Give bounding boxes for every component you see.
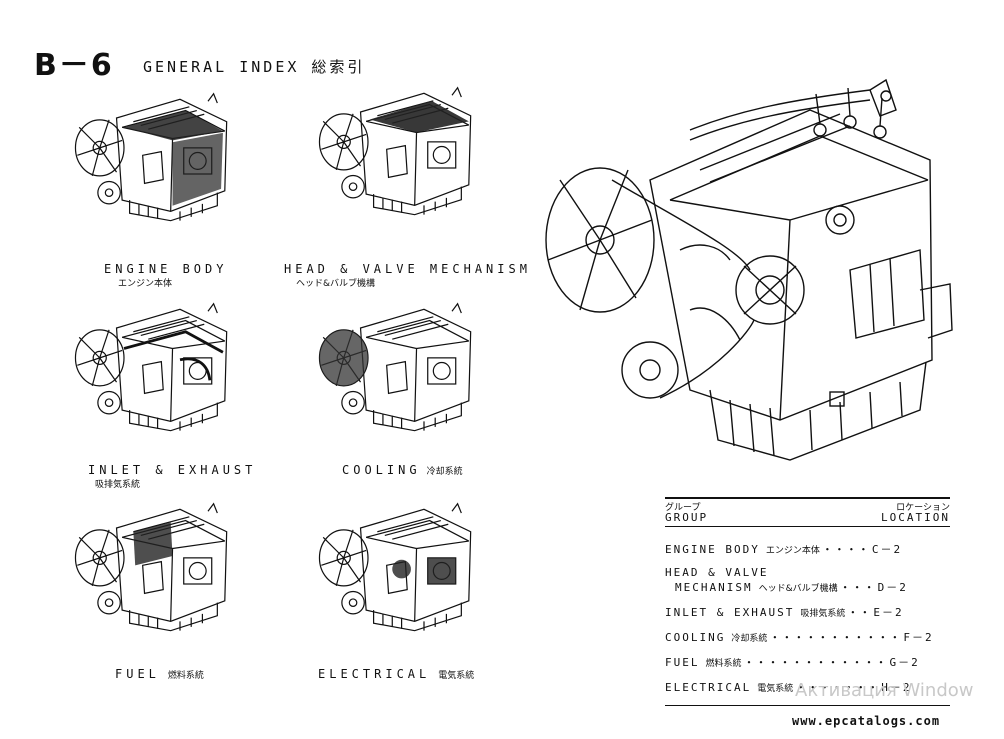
fuel-caption-group: FUEL 燃料系統 [115,667,204,681]
table-header-rule [665,526,950,527]
electrical-caption-jp: 電気系統 [438,671,475,681]
row-group-jp: ヘッド&バルブ機構 [758,584,838,594]
row-group-jp: 電気系統 [757,684,794,694]
table-row[interactable]: HEAD & VALVE MECHANISM ヘッド&バルブ機構 ・・・ D－2 [665,566,950,595]
page-code: B－6 [34,48,114,83]
row-group-en-line1: HEAD & VALVE [665,566,769,579]
row-group-en: FUEL [665,656,700,669]
row-location[interactable]: E－2 [873,606,904,619]
table-header: グループ GROUP ロケーション LOCATION [665,503,950,523]
electrical-illustration[interactable] [306,500,486,640]
table-row[interactable]: FUEL 燃料系統 ・・・・・・・・・・・・ G－2 [665,654,950,670]
table-bottom-rule [665,705,950,706]
inlet-exhaust-caption: INLET & EXHAUST [88,463,257,477]
electrical-caption-group: ELECTRICAL 電気系統 [318,667,474,681]
index-table: グループ GROUP ロケーション LOCATION ENGINE BODY エ… [665,497,950,706]
row-location[interactable]: F－2 [903,631,934,644]
row-group-en: ENGINE BODY [665,543,760,556]
row-location[interactable]: H－2 [881,681,912,694]
location-column-header: ロケーション LOCATION [881,503,950,523]
head-valve-illustration[interactable] [306,84,486,224]
engine-body-caption-jp: エンジン本体 [118,279,173,289]
table-row[interactable]: INLET & EXHAUST 吸排気系統 ・・ E－2 [665,604,950,620]
cooling-caption-jp: 冷却系統 [426,467,463,477]
group-header-en: GROUP [665,511,709,524]
row-group-jp: 冷却系統 [731,634,768,644]
row-leader-dots: ・・ [847,606,872,619]
row-leader-dots: ・・・・ [821,543,870,556]
cooling-caption: COOLING [342,463,421,477]
engine-body-illustration[interactable] [62,90,242,230]
website-link[interactable]: www.epcatalogs.com [792,714,941,728]
page-title: GENERAL INDEX 総索引 [143,58,366,76]
inlet-exhaust-caption-jp: 吸排気系統 [95,480,141,490]
fuel-caption: FUEL [115,667,160,681]
group-header-jp: グループ [665,503,701,513]
row-group-en: MECHANISM [675,581,753,594]
row-leader-dots: ・・・・・・・・・・・・ [743,656,888,669]
head-valve-caption: HEAD & VALVE MECHANISM [284,262,531,276]
location-header-jp: ロケーション [896,503,950,513]
row-group-en: ELECTRICAL [665,681,752,694]
electrical-caption: ELECTRICAL [318,667,431,681]
row-leader-dots: ・・・ [839,581,876,594]
row-group-jp: エンジン本体 [765,546,820,556]
table-row[interactable]: COOLING 冷却系統 ・・・・・・・・・・・ F－2 [665,629,950,645]
fuel-caption-jp: 燃料系統 [167,671,204,681]
row-leader-dots: ・・・・・・・ [795,681,880,694]
location-header-en: LOCATION [881,511,950,524]
cooling-illustration[interactable] [306,300,486,440]
engine-body-caption: ENGINE BODY [104,262,228,276]
inlet-exhaust-illustration[interactable] [62,300,242,440]
row-group-jp: 吸排気系統 [800,609,846,619]
row-group-en: INLET & EXHAUST [665,606,795,619]
cooling-caption-group: COOLING 冷却系統 [342,463,463,477]
fuel-illustration[interactable] [62,500,242,640]
row-location[interactable]: G－2 [889,656,920,669]
table-row[interactable]: ELECTRICAL 電気系統 ・・・・・・・ H－2 [665,679,950,695]
row-leader-dots: ・・・・・・・・・・・ [769,631,902,644]
main-engine-illustration [540,70,960,470]
row-group-jp: 燃料系統 [705,659,742,669]
row-location[interactable]: D－2 [877,581,908,594]
activation-watermark: Активация Window [795,680,974,701]
row-group-en: COOLING [665,631,726,644]
head-valve-caption-jp: ヘッド&バルブ機構 [296,279,376,289]
group-column-header: グループ GROUP [665,503,708,523]
table-row[interactable]: ENGINE BODY エンジン本体 ・・・・ C－2 [665,541,950,557]
table-top-rule [665,497,950,499]
row-location[interactable]: C－2 [871,543,903,556]
